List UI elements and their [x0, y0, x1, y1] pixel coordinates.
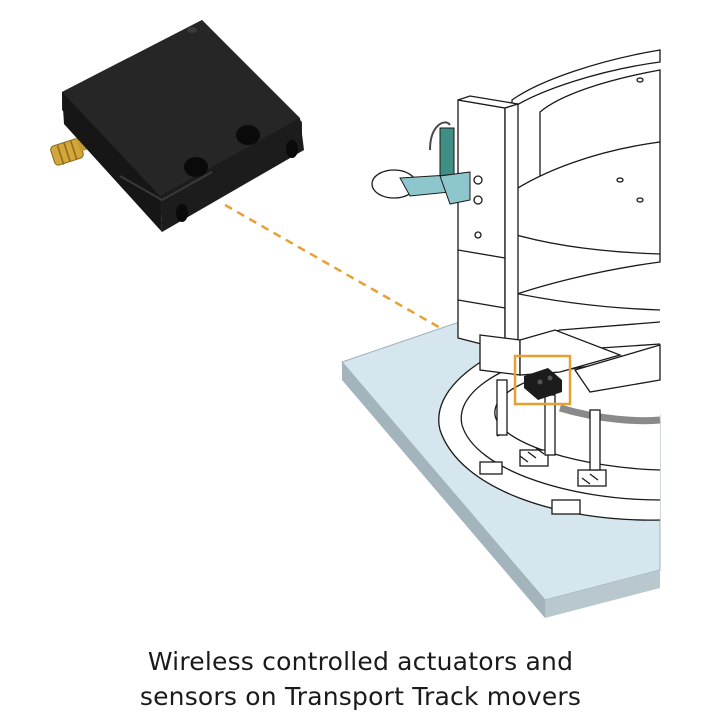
- callout-line: [224, 203, 529, 380]
- actuator: [371, 121, 471, 205]
- mounted-module-icon: [524, 368, 562, 400]
- highlight-box: [513, 354, 572, 406]
- wireless-module-icon: [50, 20, 304, 232]
- caption: Wireless controlled actuators and sensor…: [0, 644, 721, 714]
- mover-assembly: [457, 49, 661, 471]
- caption-line-1: Wireless controlled actuators and: [147, 647, 574, 676]
- caption-line-2: sensors on Transport Track movers: [139, 682, 582, 711]
